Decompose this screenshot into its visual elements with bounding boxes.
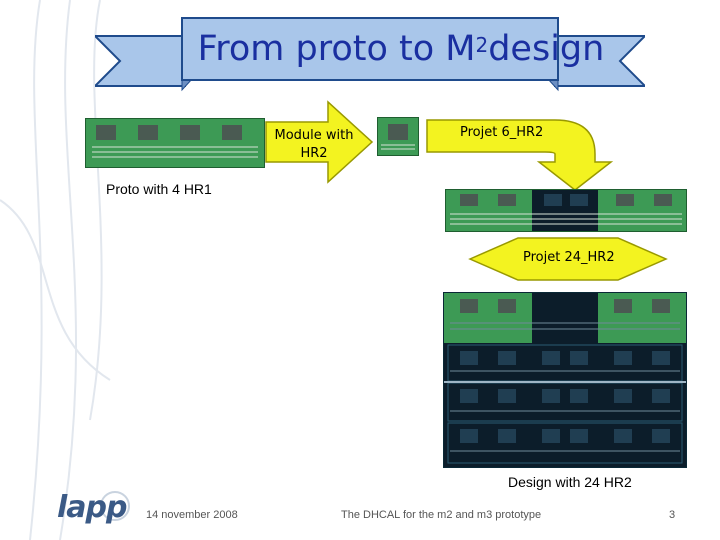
module-arrow-label-line2: HR2 — [300, 146, 328, 161]
projet6-label: Projet 6_HR2 — [460, 125, 544, 140]
title-superscript: 2 — [475, 33, 489, 57]
lapp-logo-icon — [100, 491, 130, 521]
projet24-label: Projet 24_HR2 — [523, 250, 615, 265]
double-arrow-icon — [468, 237, 668, 281]
page-number: 3 — [669, 509, 676, 521]
title-banner — [95, 17, 645, 92]
footer-center-text: The DHCAL for the m2 and m3 prototype — [341, 509, 542, 521]
title-prefix: From proto to M — [197, 29, 476, 69]
module-arrow-label: Module with HR2 — [266, 127, 362, 163]
design-label: Design with 24 HR2 — [508, 474, 632, 490]
design-board-image — [443, 292, 687, 468]
lapp-logo-text: lapp — [57, 490, 127, 525]
hr2-module-image — [377, 117, 419, 156]
projet6-board-image — [445, 189, 687, 232]
proto-board-image — [85, 118, 265, 168]
bent-arrow-icon — [426, 119, 614, 191]
title-suffix: design — [488, 29, 605, 69]
proto-label: Proto with 4 HR1 — [106, 181, 212, 197]
right-arrow-icon — [265, 100, 374, 184]
module-arrow-label-line1: Module with — [274, 128, 354, 143]
footer-date: 14 november 2008 — [146, 509, 238, 521]
